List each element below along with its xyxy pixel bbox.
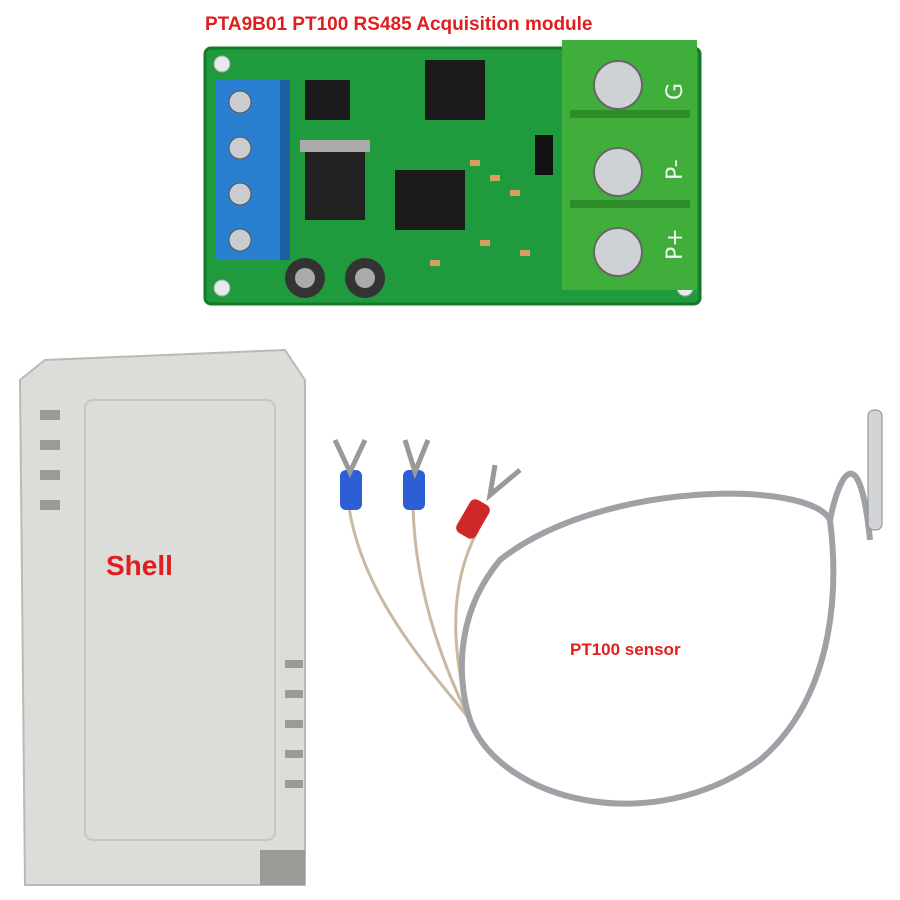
shell-enclosure [18,348,306,886]
terminal-label-p-minus: P- [663,159,688,180]
jumper [535,135,553,175]
chip [425,60,485,120]
blue-lug [340,470,362,510]
chip [395,170,465,230]
green-terminal-block: G P- P+ [562,40,697,290]
product-title: PTA9B01 PT100 RS485 Acquisition module [205,14,593,35]
sensor-label: PT100 sensor [570,640,681,659]
terminal-label-p-plus: P+ [663,228,688,260]
pt100-sensor [332,409,883,807]
regulator [305,150,365,220]
shell-label: Shell [106,550,173,581]
red-lug [456,499,490,539]
blue-terminal-block [215,80,290,260]
blue-lug [403,470,425,510]
chip [305,80,350,120]
probe [867,409,883,531]
terminal-label-g: G [663,83,688,100]
